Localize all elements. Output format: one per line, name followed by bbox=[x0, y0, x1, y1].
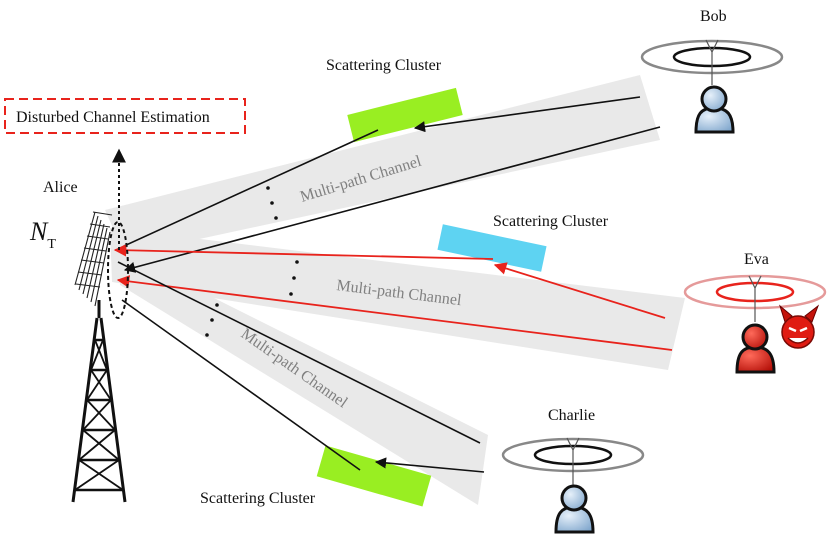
bob-label: Bob bbox=[700, 8, 727, 25]
eva-user-icon bbox=[735, 323, 776, 374]
ellipsis-dots bbox=[205, 186, 299, 337]
bob-user-icon bbox=[694, 85, 735, 134]
bob-paths bbox=[123, 96, 661, 273]
antenna-selection-ellipse bbox=[107, 221, 129, 319]
devil-face-icon bbox=[779, 304, 820, 349]
charlie-user-icon bbox=[554, 484, 595, 534]
eva-node: Eva bbox=[683, 251, 827, 374]
beam-eva bbox=[110, 228, 685, 370]
disturbed-estimation-label: Disturbed Channel Estimation bbox=[16, 109, 210, 126]
bob-node: Bob bbox=[640, 8, 784, 134]
antenna-array-icon bbox=[74, 211, 113, 307]
beam-bob bbox=[105, 75, 660, 255]
scattering-cluster-bottom bbox=[316, 445, 432, 507]
beams bbox=[105, 75, 685, 505]
charlie-paths bbox=[117, 261, 485, 473]
eva-label: Eva bbox=[744, 251, 769, 268]
antenna-count-label: NT bbox=[29, 217, 56, 252]
alice-label: Alice bbox=[43, 179, 78, 196]
charlie-label: Charlie bbox=[548, 407, 595, 424]
scattering-label-top: Scattering Cluster bbox=[326, 57, 442, 74]
lattice-tower-icon bbox=[71, 300, 127, 503]
eva-paths bbox=[113, 243, 673, 351]
scattering-cluster-top bbox=[347, 87, 463, 143]
scattering-label-middle: Scattering Cluster bbox=[493, 213, 609, 230]
charlie-node: Charlie bbox=[501, 407, 645, 534]
scattering-label-bottom: Scattering Cluster bbox=[200, 490, 316, 507]
beam-charlie bbox=[118, 250, 488, 505]
disturbed-estimation-box bbox=[4, 98, 246, 134]
scattering-cluster-middle bbox=[437, 224, 547, 272]
